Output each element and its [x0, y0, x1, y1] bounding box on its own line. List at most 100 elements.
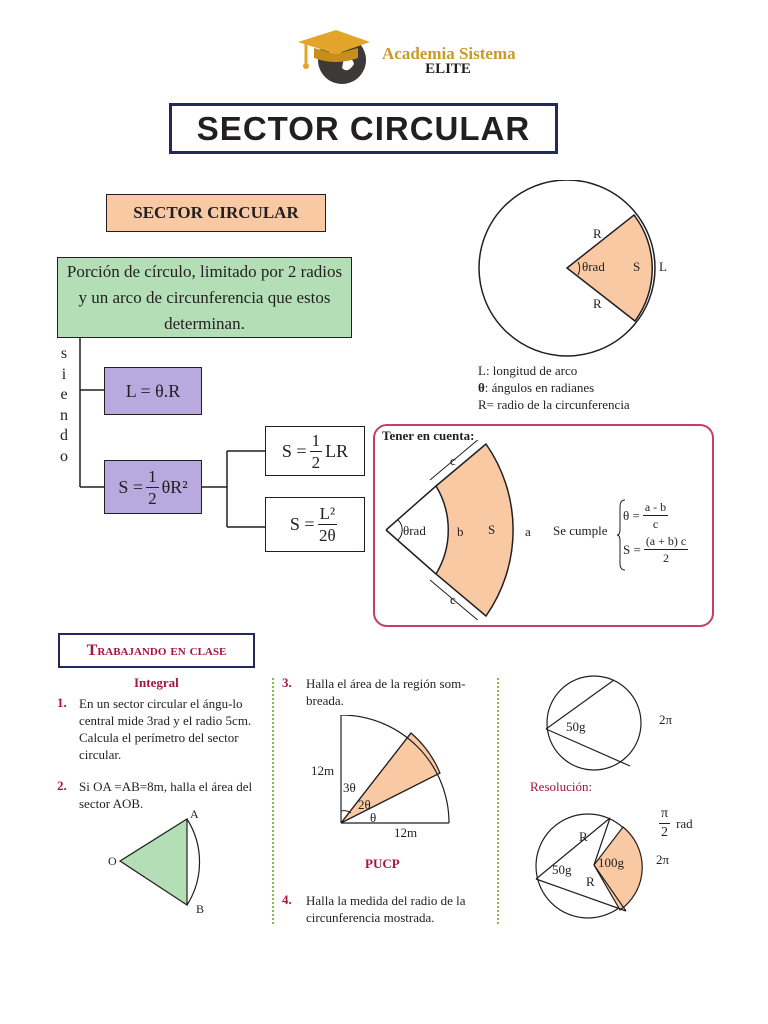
fraction-denominator: 2θ — [319, 526, 336, 545]
angle-theta-label: θ — [370, 810, 377, 825]
brand-subname: ELITE — [425, 61, 471, 77]
label-s: S — [633, 259, 641, 274]
length-bottom-label: 12m — [394, 825, 418, 840]
siendo-vertical-text: s i e n d o — [57, 344, 71, 467]
section-heading: Trabajando en clase — [58, 633, 255, 668]
label-b: B — [196, 902, 205, 916]
trapezoid-sector-diagram — [385, 440, 514, 620]
formula-rhs: θR² — [161, 476, 188, 497]
formula-arc-length: L = θ.R — [104, 367, 202, 415]
quarter-circle-figure — [340, 715, 450, 824]
label-s: S — [488, 522, 496, 537]
angle-2theta-label: 2θ — [358, 797, 371, 812]
label-a: a — [525, 524, 531, 539]
siendo-letter: n — [60, 406, 68, 424]
formula-lhs: S = — [118, 476, 144, 497]
formula-rhs: LR — [325, 440, 349, 461]
problem-number: 3. — [282, 675, 292, 690]
problem-number: 4. — [282, 892, 292, 907]
label-c-bottom: c — [450, 592, 456, 607]
label-l: L — [659, 259, 667, 274]
brace — [616, 499, 626, 571]
fraction-numerator: (a + b) c — [643, 534, 689, 550]
page-title: SECTOR CIRCULAR — [169, 103, 558, 154]
fraction-denominator: c — [652, 517, 659, 531]
siendo-letter: s — [60, 345, 68, 362]
radius-label: R — [586, 874, 595, 889]
problem-text: Halla el área de la región som-breada. — [306, 676, 466, 708]
fraction-denominator: 2 — [311, 452, 321, 472]
problem-text: En un sector circular el ángu-lo central… — [79, 696, 252, 762]
brand-name: Academia Sistema — [382, 44, 516, 63]
definition-box: Porción de círculo, limitado por 2 radio… — [57, 257, 352, 338]
label-o: O — [108, 854, 117, 868]
resolucion-heading: Resolución: — [530, 779, 593, 794]
sector-circle-diagram — [478, 180, 656, 357]
column-divider — [497, 678, 499, 924]
angle-100g-label: 100g — [598, 855, 624, 870]
formula-lhs: S = — [289, 514, 315, 534]
radius-label: R — [579, 829, 588, 844]
siendo-letter: e — [60, 386, 68, 403]
legend: L: longitud de arco θ: ángulos en radian… — [478, 362, 630, 413]
angle-3theta-label: 3θ — [343, 780, 356, 795]
equation-lhs: S = — [623, 541, 641, 557]
fraction-denominator: 2 — [663, 551, 670, 565]
legend-line: L: longitud de arco — [478, 363, 578, 378]
label-b: b — [457, 524, 464, 539]
legend-text: : ángulos en radianes — [484, 380, 595, 395]
note-box — [373, 424, 714, 627]
triangle-sector-figure — [118, 817, 201, 907]
label-c-top: c — [450, 453, 456, 468]
pucp-heading: PUCP — [365, 856, 400, 871]
rad-unit: rad — [676, 815, 693, 831]
concept-connectors — [79, 338, 265, 528]
legend-line: R= radio de la circunferencia — [478, 397, 630, 412]
se-cumple-label: Se cumple — [553, 523, 608, 538]
two-pi-label: 2π — [659, 712, 673, 727]
fraction-numerator: L² — [317, 504, 338, 525]
angle-50g-label: 50g — [552, 862, 572, 877]
siendo-letter: d — [60, 427, 68, 444]
legend-line: θ: ángulos en radianes — [478, 379, 630, 396]
two-pi-label: 2π — [656, 852, 670, 867]
angle-50g-label: 50g — [566, 719, 586, 734]
siendo-letter: i — [61, 365, 67, 383]
siendo-letter: o — [60, 447, 68, 465]
fraction-denominator: 2 — [148, 488, 157, 508]
problem-text: Si OA =AB=8m, halla el área del sector A… — [79, 779, 253, 811]
fraction-numerator: a - b — [642, 500, 669, 516]
label-theta-rad: θrad — [403, 523, 426, 538]
academy-logo — [298, 30, 370, 84]
concept-box-label: SECTOR CIRCULAR — [106, 194, 326, 232]
problem-number: 2. — [57, 778, 67, 793]
fraction-numerator: 1 — [309, 430, 323, 452]
length-left-label: 12m — [311, 763, 335, 778]
problem-number: 1. — [57, 695, 67, 710]
formula-lhs: S = — [281, 440, 307, 461]
legend-symbol: θ — [478, 380, 485, 395]
problem-text: Halla la medida del radio de la circunfe… — [306, 893, 466, 925]
fraction-denominator: 2 — [661, 825, 669, 840]
label-theta-rad: θrad — [582, 259, 605, 274]
label-r-bottom: R — [593, 296, 602, 311]
circle-50g-figure — [545, 675, 642, 771]
fraction-numerator: 1 — [146, 466, 159, 488]
fraction-numerator: π — [659, 807, 671, 824]
label-a: A — [190, 807, 199, 821]
circle-resolution-figure — [535, 813, 643, 919]
column-divider — [272, 678, 274, 924]
label-r-top: R — [593, 226, 602, 241]
equation-lhs: θ = — [623, 507, 640, 523]
